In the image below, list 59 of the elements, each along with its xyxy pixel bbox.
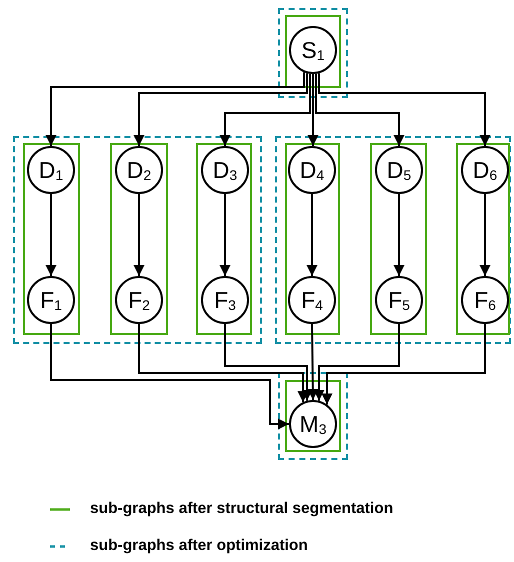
node-label: F$_{2}$ <box>128 288 150 312</box>
node-label: D$_{1}$ <box>38 158 64 182</box>
segmentation-subgraph-frame <box>285 15 341 88</box>
node-circle <box>375 146 423 194</box>
arrow <box>220 194 230 276</box>
arrow <box>318 73 490 146</box>
node-circle <box>115 146 163 194</box>
segmentation-subgraph-frame <box>285 380 341 452</box>
node-label: F$_{6}$ <box>474 288 496 312</box>
arrow <box>307 324 318 400</box>
node-circle <box>375 276 423 324</box>
arrow <box>480 194 490 276</box>
node-label: D$_{5}$ <box>386 158 412 182</box>
arrow <box>308 74 318 146</box>
segmentation-subgraph-frame <box>456 143 510 335</box>
arrow <box>46 72 305 146</box>
arrow <box>322 324 486 404</box>
node-label: F$_{3}$ <box>214 288 236 312</box>
segmentation-subgraph-frame <box>23 143 80 335</box>
arrow <box>220 74 311 146</box>
arrow <box>50 324 289 430</box>
legend-label: sub-graphs after structural segmentation <box>90 500 394 518</box>
node-circle <box>27 146 75 194</box>
node-circle <box>27 276 75 324</box>
segmentation-subgraph-frame <box>370 143 427 335</box>
optimization-subgraph-frame <box>275 136 511 344</box>
node-label: F$_{5}$ <box>388 288 410 312</box>
node-label: F$_{1}$ <box>40 288 62 312</box>
node-circle <box>201 276 249 324</box>
arrow <box>314 324 400 401</box>
node-label: M$_{3}$ <box>300 412 326 436</box>
node-circle <box>461 146 509 194</box>
arrow <box>134 73 308 146</box>
segmentation-subgraph-frame <box>285 143 340 335</box>
segmentation-subgraph-frame <box>196 143 252 335</box>
arrow <box>224 324 312 401</box>
node-label: S$_{1}$ <box>301 38 325 62</box>
optimization-subgraph-frame <box>13 136 262 344</box>
optimization-subgraph-frame <box>278 372 348 460</box>
arrow <box>306 194 318 276</box>
arrow <box>134 194 144 276</box>
node-label: D$_{3}$ <box>212 158 238 182</box>
node-circle <box>461 276 509 324</box>
arrow <box>394 194 404 276</box>
node-circle <box>289 400 337 448</box>
segmentation-subgraph-frame <box>110 143 168 335</box>
node-circle <box>115 276 163 324</box>
node-circle <box>289 26 337 74</box>
node-circle <box>201 146 249 194</box>
legend-label: sub-graphs after optimization <box>90 537 308 555</box>
arrow <box>46 194 56 276</box>
node-circle <box>288 146 336 194</box>
node-label: F$_{4}$ <box>301 288 323 312</box>
node-circle <box>288 276 336 324</box>
node-label: D$_{4}$ <box>300 158 324 182</box>
optimization-subgraph-frame <box>278 8 348 98</box>
node-label: D$_{2}$ <box>126 158 152 182</box>
arrow <box>315 74 404 146</box>
node-label: D$_{6}$ <box>472 158 498 182</box>
